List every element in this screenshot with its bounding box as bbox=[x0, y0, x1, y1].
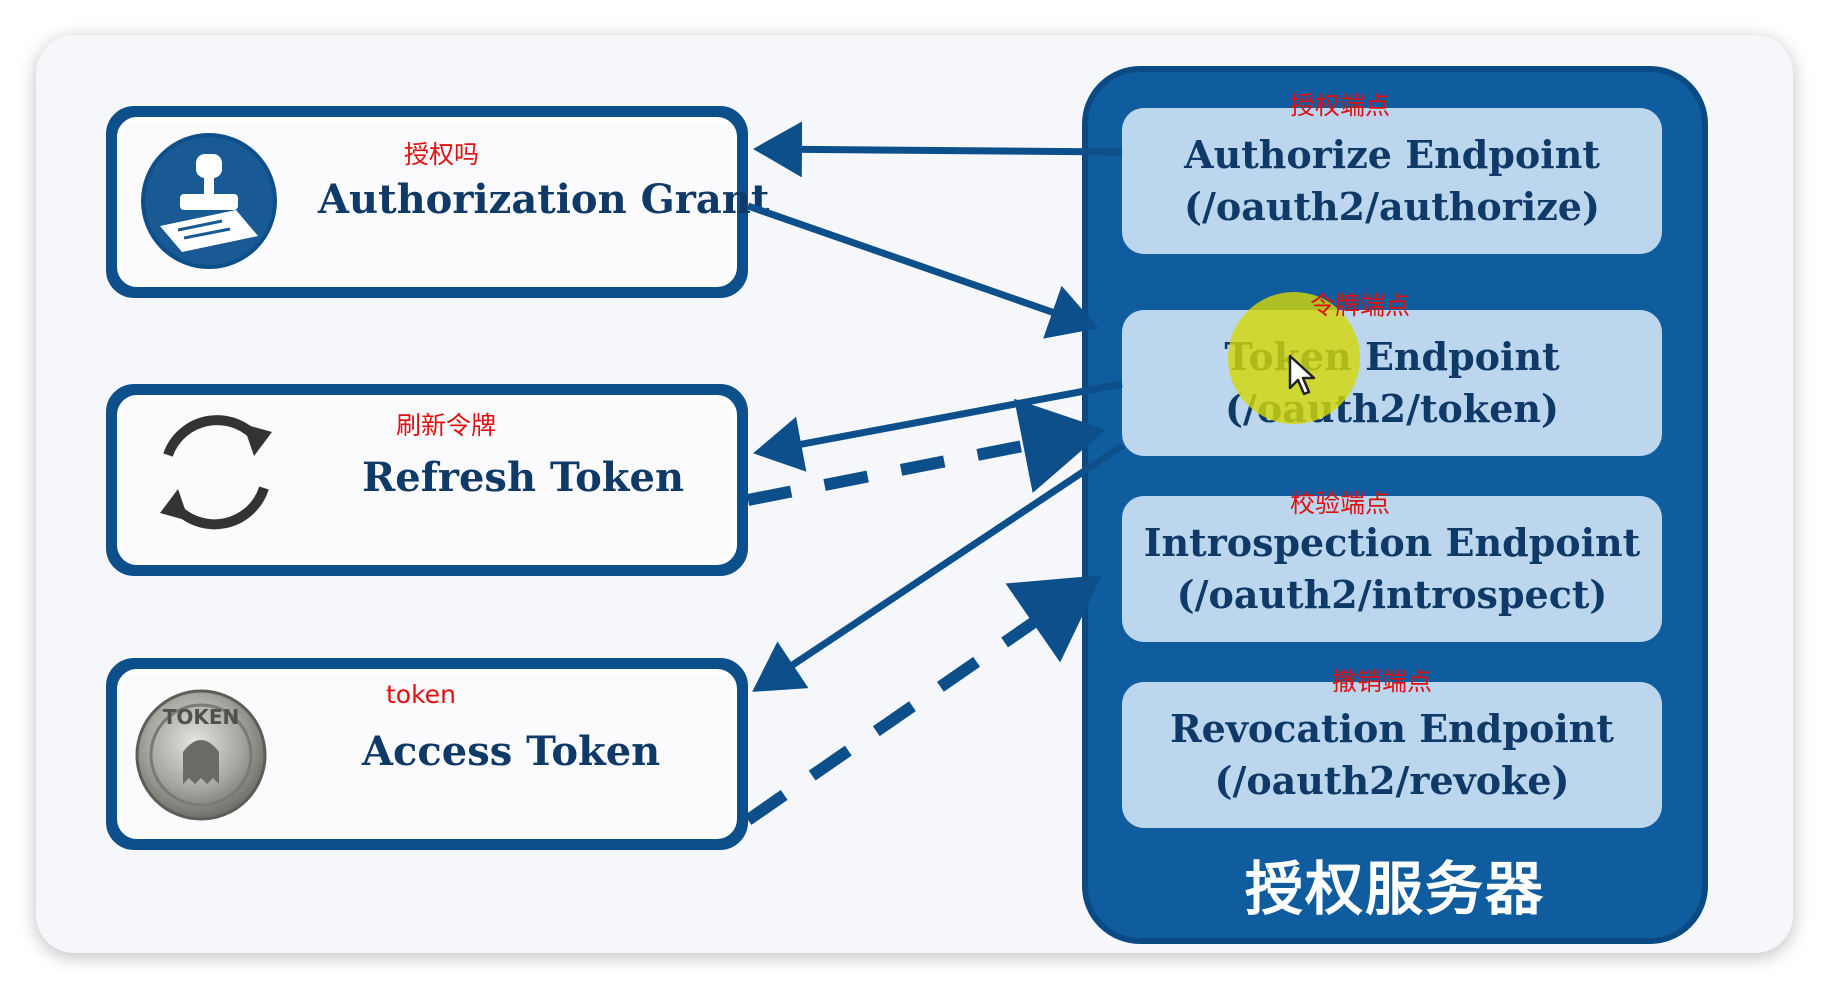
annotation-introspection-endpoint: 校验端点 bbox=[1290, 489, 1391, 518]
arrow-token-to-access bbox=[752, 443, 1124, 692]
introspection-endpoint: Introspection Endpoint (/oauth2/introspe… bbox=[1122, 496, 1662, 642]
refresh-icon bbox=[160, 415, 272, 530]
annotation-revocation-endpoint: 撤销端点 bbox=[1332, 667, 1433, 696]
arrow-access-to-introspect-dashed bbox=[744, 575, 1102, 825]
server-title: 授权服务器 bbox=[1244, 855, 1545, 923]
endpoint-name: Authorize Endpoint bbox=[1184, 132, 1600, 177]
arrow-authorize-to-grant bbox=[753, 121, 1123, 178]
annotation-authorize-endpoint: 授权端点 bbox=[1290, 91, 1391, 120]
endpoint-name: Introspection Endpoint bbox=[1143, 520, 1641, 565]
endpoint-path: (/oauth2/revoke) bbox=[1214, 758, 1570, 803]
mouse-cursor-icon bbox=[1288, 354, 1316, 396]
stamp-icon bbox=[141, 133, 277, 269]
refresh-token-title: Refresh Token bbox=[362, 454, 685, 501]
revocation-endpoint: Revocation Endpoint (/oauth2/revoke) bbox=[1122, 682, 1662, 828]
arrow-refresh-to-token-dashed bbox=[746, 398, 1106, 506]
annotation-token: token bbox=[386, 680, 456, 709]
endpoint-path: (/oauth2/introspect) bbox=[1176, 572, 1608, 617]
token-coin-icon: TOKEN bbox=[135, 689, 267, 821]
annotation-grant: 授权吗 bbox=[404, 140, 480, 169]
annotation-refresh: 刷新令牌 bbox=[396, 411, 497, 440]
endpoint-path: (/oauth2/authorize) bbox=[1184, 184, 1600, 229]
annotation-token-endpoint: 令牌端点 bbox=[1310, 291, 1411, 320]
endpoint-name: Revocation Endpoint bbox=[1170, 706, 1614, 751]
arrow-grant-to-token bbox=[746, 202, 1099, 339]
coin-text: TOKEN bbox=[163, 705, 240, 729]
authorization-grant-title: Authorization Grant bbox=[318, 176, 770, 223]
authorize-endpoint: Authorize Endpoint (/oauth2/authorize) bbox=[1122, 108, 1662, 254]
arrow-token-to-refresh bbox=[753, 380, 1123, 472]
access-token-title: Access Token bbox=[362, 728, 661, 775]
